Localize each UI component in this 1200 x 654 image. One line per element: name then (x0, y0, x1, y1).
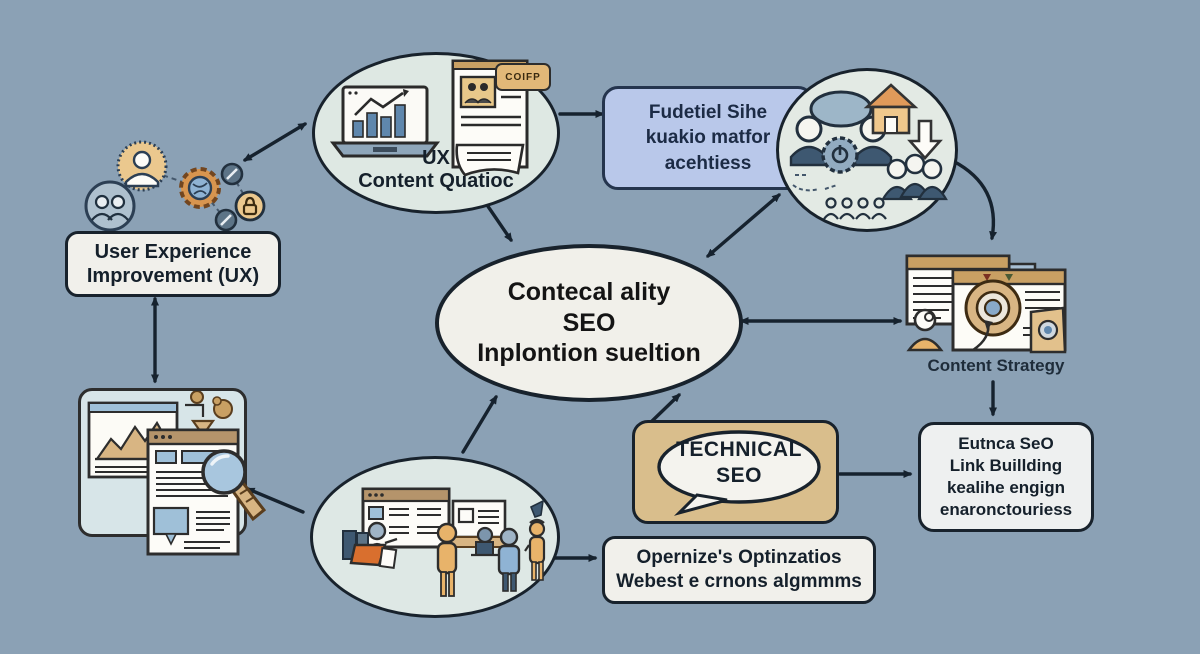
link-building-box: Eutnca SeO Link Buillding kealihe engign… (918, 422, 1094, 532)
workshop-people-icon (342, 487, 546, 597)
speech-bubble-icon (657, 430, 821, 516)
ux-box-line1: User Experience (94, 241, 252, 263)
center-line1: Contecal ality (507, 278, 671, 307)
center-line3: Inplontion sueltion (477, 339, 701, 368)
bottom-box-line1: Opernize's Optinzatios (636, 547, 842, 569)
link-box-line3: kealihe engign (946, 478, 1066, 497)
arrow-technical-to-center (648, 393, 681, 425)
website-workshop-ellipse (310, 456, 560, 618)
blue-box-line2: kuakio matfor (645, 127, 771, 149)
ux-content-ellipse: COIFP UX Content Quatioc (312, 52, 560, 214)
laptop-and-document-icon (329, 59, 529, 177)
topleft-ellipse-line1: UX (422, 147, 450, 169)
blue-box-line1: Fudetiel Sihe (648, 101, 768, 123)
content-strategy-label: Content Strategy (927, 356, 1065, 375)
technical-seo-label: TECHNICAL SEO (659, 437, 819, 490)
ux-box-line2: Improvement (UX) (86, 265, 260, 287)
ux-improvement-box: User Experience Improvement (UX) (65, 231, 281, 297)
topleft-ellipse-line2: Content Quatioc (358, 170, 514, 192)
link-box-line4: enaronctouriess (939, 500, 1073, 520)
community-ellipse (776, 68, 958, 232)
bottom-box-line2: Webest e crnons algmmms (616, 571, 862, 592)
link-box-line1: Eutnca SeO (958, 433, 1054, 453)
technical-line1: TECHNICAL (676, 438, 802, 461)
topleft-ellipse-label: UX Content Quatioc (315, 147, 557, 193)
ux-process-cluster-icon (84, 140, 266, 232)
blue-box-line3: acehtiess (664, 152, 752, 174)
magnifier-icon (201, 449, 267, 522)
central-seo-ellipse: Contecal ality SEO Inplontion sueltion (435, 244, 743, 402)
collaboration-people-icon (789, 83, 948, 220)
technical-seo-box: TECHNICAL SEO (632, 420, 839, 524)
content-strategy-icon (905, 254, 1067, 354)
link-box-line2: Link Buillding (949, 455, 1063, 475)
website-optimization-box: Opernize's Optinzatios Webest e crnons a… (602, 536, 876, 604)
arrow-bottomellipse-to-center (461, 394, 498, 454)
comment-bubble: COIFP (495, 63, 551, 91)
technical-line2: SEO (716, 464, 762, 488)
arrow-rightellipse-to-strategy (951, 159, 998, 241)
center-line2: SEO (562, 308, 616, 337)
arrow-center-right-ellipse (706, 193, 781, 258)
